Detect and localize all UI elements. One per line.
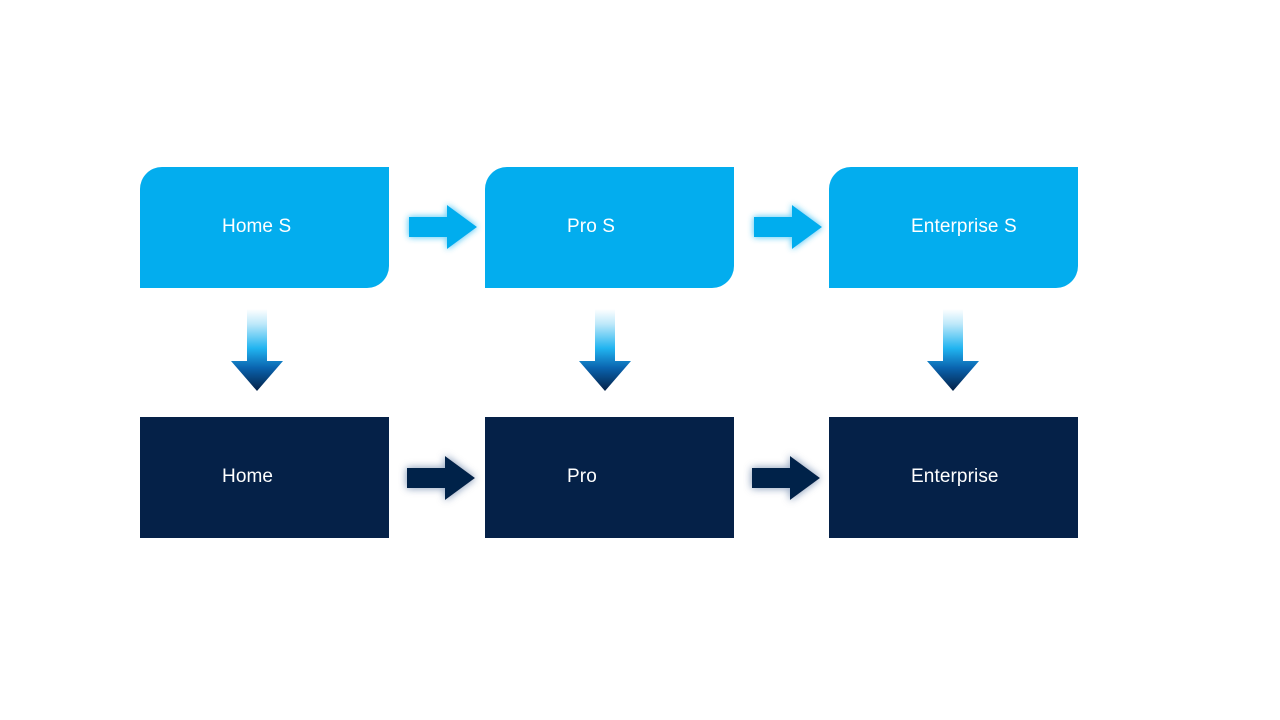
- arrow-down-icon: [579, 309, 631, 391]
- arrow-down-icon: [231, 309, 283, 391]
- node-home-label: Home: [222, 466, 274, 488]
- connector-home-s-to-pro-s: [400, 195, 486, 259]
- arrow-down-icon: [927, 309, 979, 391]
- node-home[interactable]: Home: [140, 417, 389, 538]
- node-enterprise[interactable]: Enterprise: [829, 417, 1078, 538]
- node-enterprise-label: Enterprise: [911, 466, 999, 488]
- node-home-s[interactable]: Home S: [140, 167, 389, 288]
- arrow-right-icon: [754, 205, 822, 249]
- node-home-s-label: Home S: [222, 216, 292, 238]
- connector-pro-s-to-enterprise-s: [745, 195, 831, 259]
- connector-home-s-to-home: [225, 305, 289, 397]
- node-enterprise-s-label: Enterprise S: [911, 216, 1017, 238]
- node-pro-label: Pro: [567, 466, 597, 488]
- arrow-right-icon: [409, 205, 477, 249]
- arrow-right-icon: [407, 456, 475, 500]
- connector-pro-to-enterprise: [743, 446, 829, 510]
- arrow-right-icon: [752, 456, 820, 500]
- connector-pro-s-to-pro: [573, 305, 637, 397]
- node-pro[interactable]: Pro: [485, 417, 734, 538]
- node-enterprise-s[interactable]: Enterprise S: [829, 167, 1078, 288]
- connector-enterprise-s-to-enterprise: [921, 305, 985, 397]
- node-pro-s[interactable]: Pro S: [485, 167, 734, 288]
- connector-home-to-pro: [398, 446, 484, 510]
- node-pro-s-label: Pro S: [567, 216, 616, 238]
